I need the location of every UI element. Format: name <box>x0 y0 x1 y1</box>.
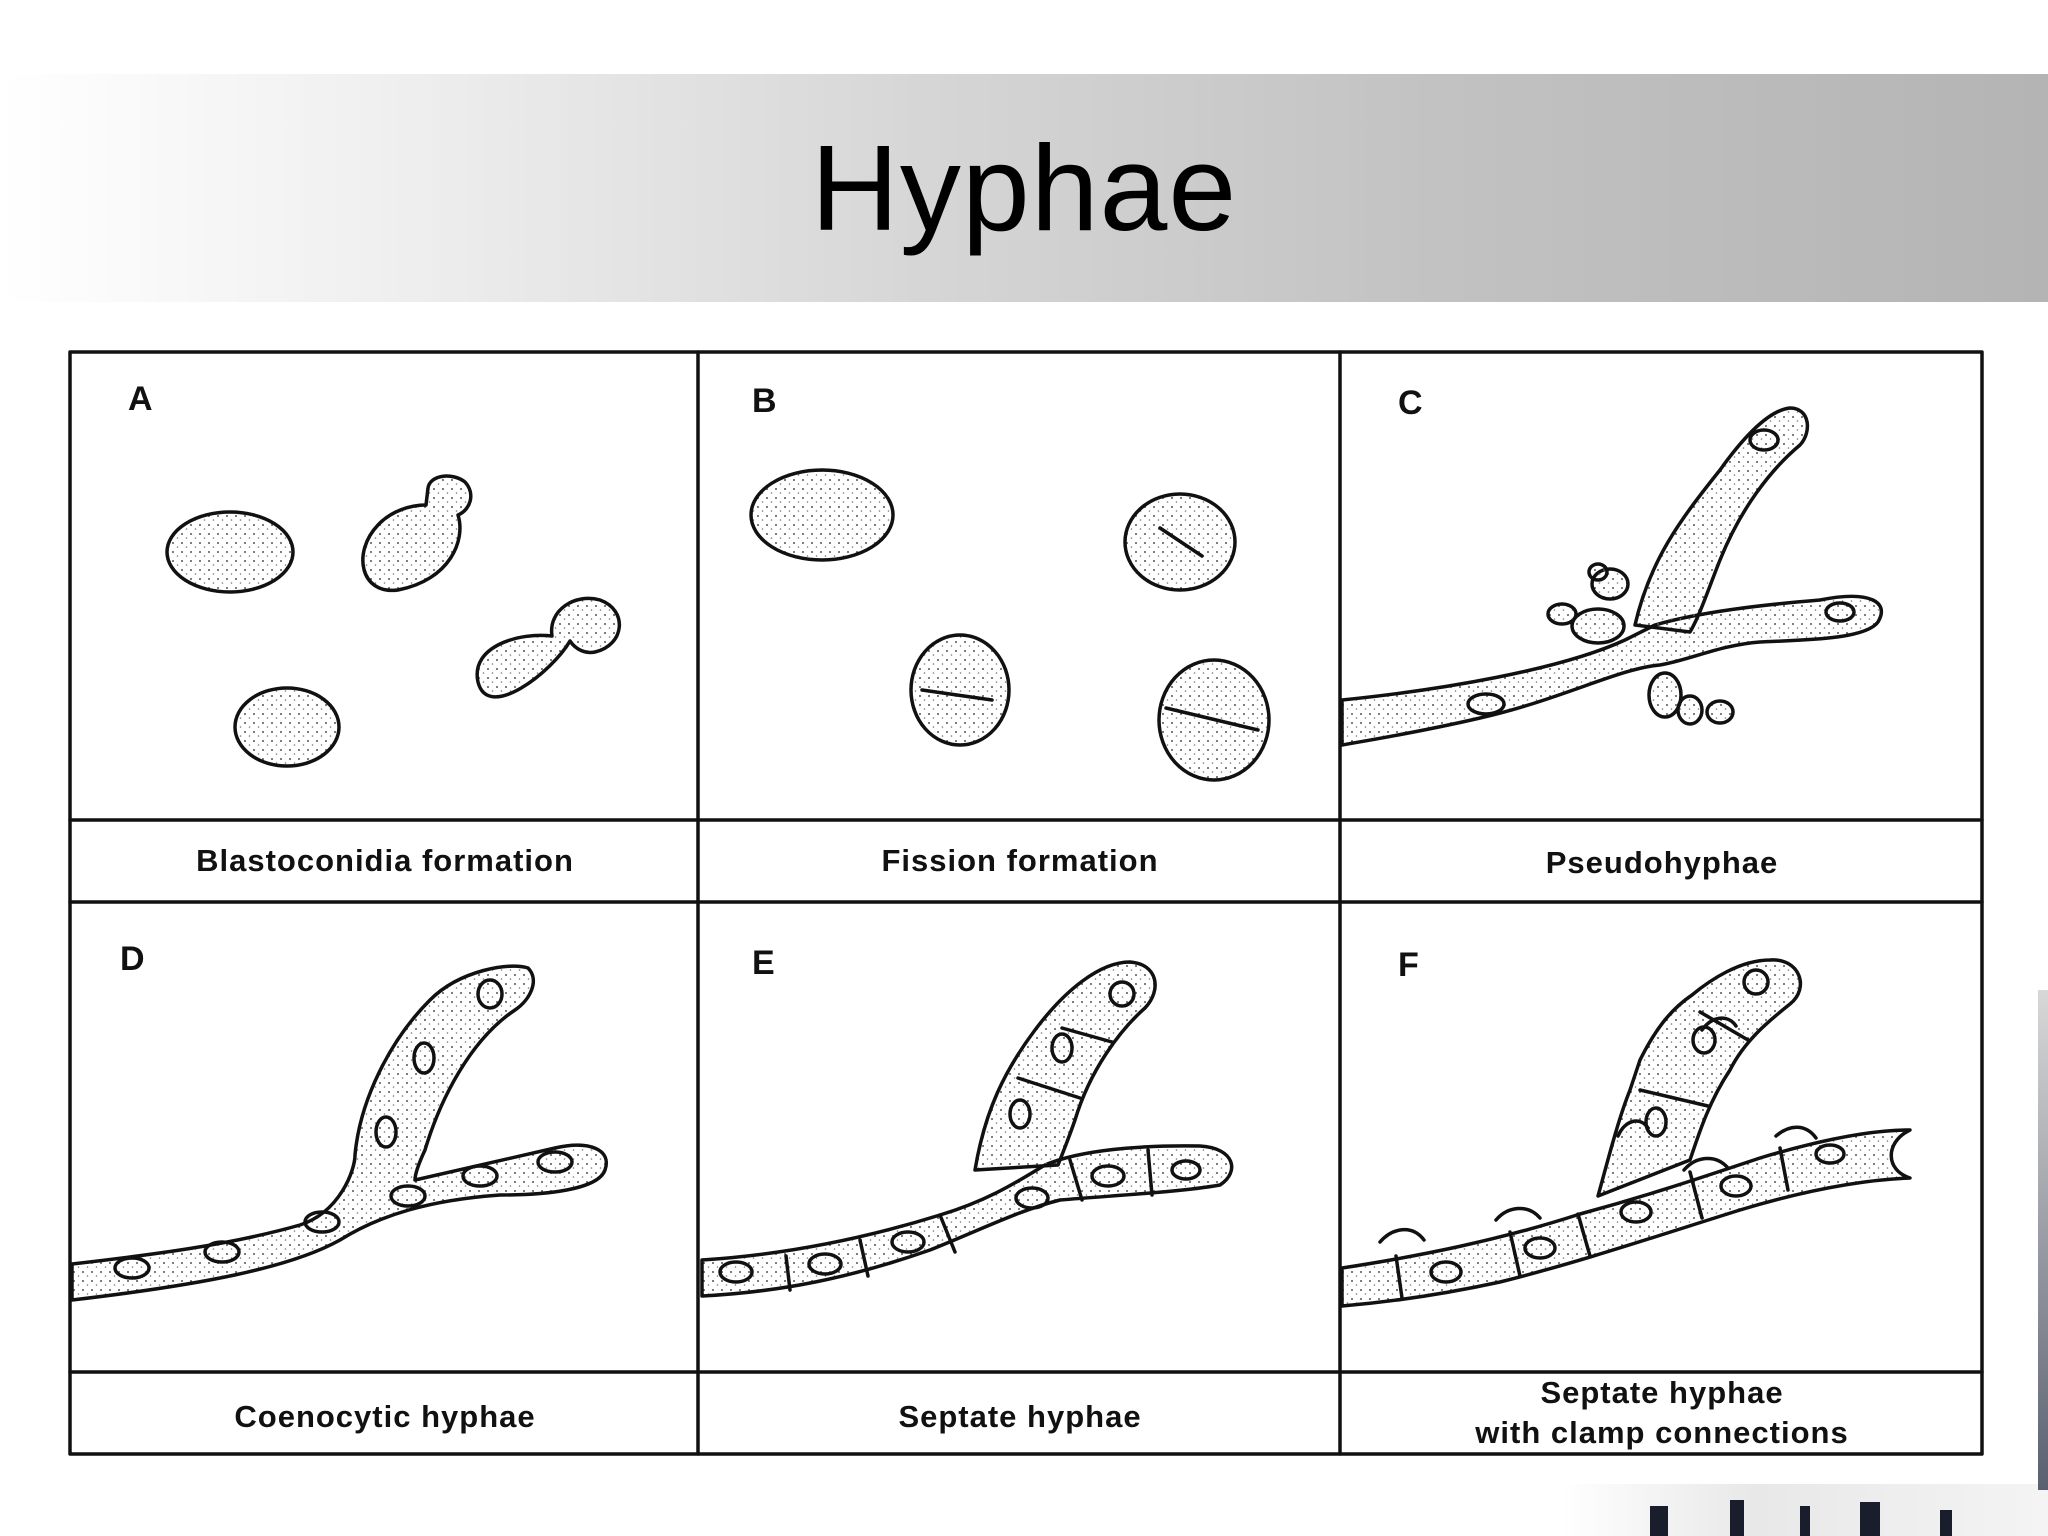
caption-pseudohyphae: Pseudohyphae <box>1545 845 1779 880</box>
panel-letter-e: E <box>752 944 775 982</box>
panel-letter-f: F <box>1398 946 1419 984</box>
coenocytic-hyphae-illustration <box>70 964 608 1302</box>
caption-blastoconidia: Blastoconidia formation <box>196 843 574 878</box>
pseudohyphae-illustration <box>1340 406 1884 747</box>
septate-hyphae-illustration <box>700 960 1234 1298</box>
title-banner <box>0 74 2048 302</box>
background-photo-fragment <box>1560 1484 2048 1536</box>
panel-letter-b: B <box>752 382 777 420</box>
background-photo-edge <box>2038 990 2048 1490</box>
clamp-connection-illustration <box>1340 958 1912 1308</box>
caption-fission: Fission formation <box>881 843 1159 878</box>
slide-title: Hyphae <box>810 120 1238 256</box>
blastoconidia-illustration <box>165 474 621 768</box>
caption-coenocytic: Coenocytic hyphae <box>234 1399 536 1434</box>
caption-septate: Septate hyphae <box>898 1399 1142 1434</box>
panel-letter-a: A <box>128 380 153 418</box>
caption-clamp-line2: with clamp connections <box>1475 1415 1849 1450</box>
panel-letter-c: C <box>1398 384 1423 422</box>
fission-illustration <box>749 468 1271 782</box>
panel-letter-d: D <box>120 940 145 978</box>
caption-clamp-line1: Septate hyphae <box>1540 1375 1784 1410</box>
